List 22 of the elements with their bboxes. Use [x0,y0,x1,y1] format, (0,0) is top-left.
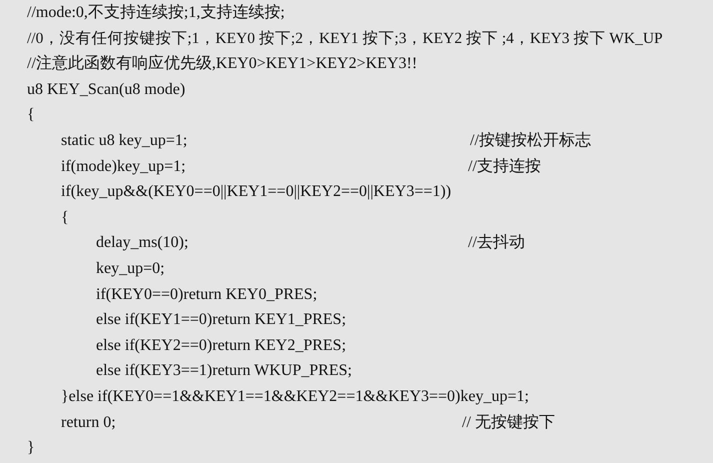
code-comment: //支持连按 [468,156,541,177]
code-line: { [61,208,69,228]
code-line: if(KEY0==0)return KEY0_PRES; [96,284,318,305]
code-line: { [27,105,35,126]
code-line: else if(KEY2==0)return KEY2_PRES; [96,336,346,356]
code-comment: // 无按键按下 [462,412,555,433]
code-comment: //去抖动 [468,233,525,254]
code-comment: //注意此函数有响应优先级,KEY0>KEY1>KEY2>KEY3!! [27,54,418,74]
code-line: if(mode)key_up=1; [61,156,186,177]
code-comment: //按键按松开标志 [470,131,591,151]
code-line: static u8 key_up=1; [61,131,188,151]
code-line: else if(KEY3==1)return WKUP_PRES; [96,361,352,382]
code-line: return 0; [61,412,116,433]
code-line: if(key_up&&(KEY0==0||KEY1==0||KEY2==0||KEY3==1)) [61,182,452,202]
code-comment: //0，没有任何按键按下;1，KEY0 按下;2，KEY1 按下;3，KEY2 按下 ;4，KEY3 按下 WK_UP [27,28,663,49]
code-line: else if(KEY1==0)return KEY1_PRES; [96,310,346,330]
code-line: }else if(KEY0==1&&KEY1==1&&KEY2==1&&KEY3==0)key_up=1; [61,387,529,407]
code-line: delay_ms(10); [96,233,188,254]
code-line: u8 KEY_Scan(u8 mode) [27,80,186,100]
code-comment: //mode:0,不支持连续按;1,支持连续按; [27,3,285,23]
code-line: key_up=0; [96,259,165,279]
code-line: } [27,438,35,458]
